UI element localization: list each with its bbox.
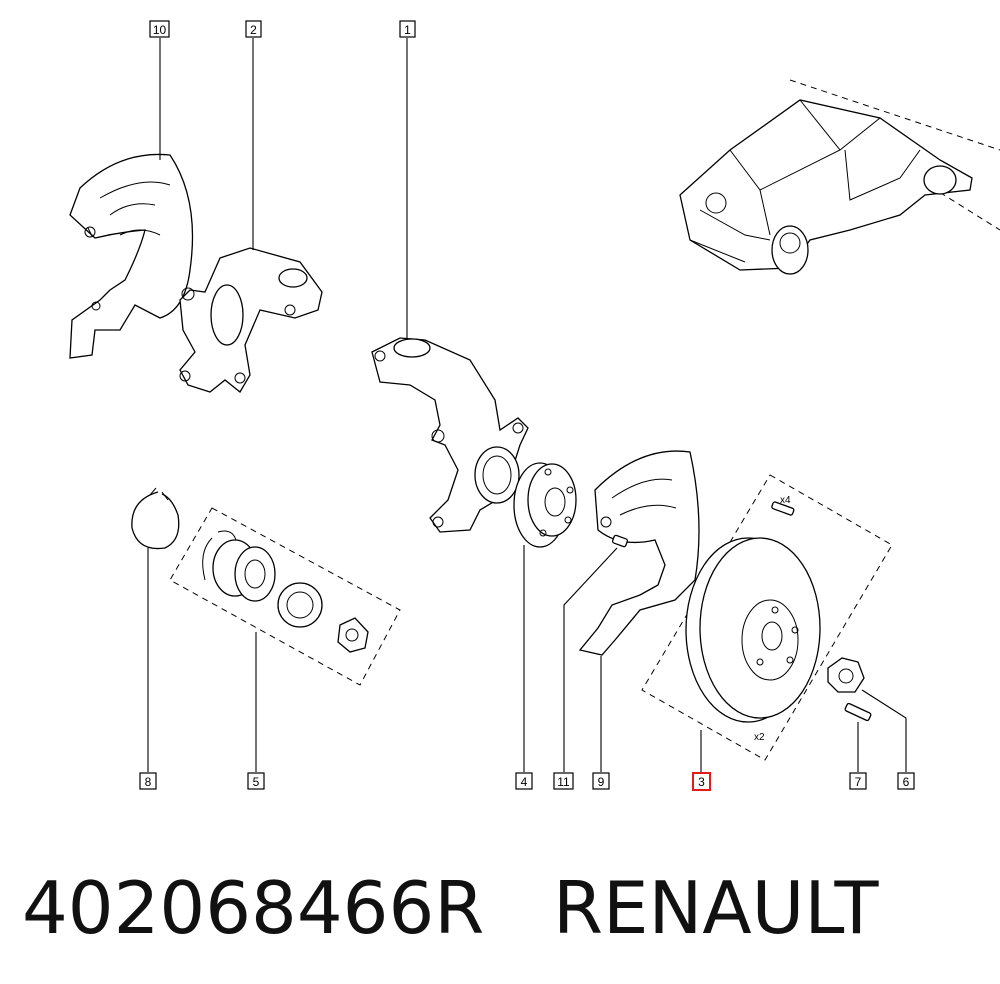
svg-text:1: 1 <box>404 23 411 37</box>
callout-2: 2 <box>245 20 262 38</box>
callout-4: 4 <box>515 772 533 790</box>
callout-7: 7 <box>849 772 867 790</box>
callout-3-highlighted[interactable]: 3 <box>692 772 711 791</box>
bolt-quantity: x4 <box>780 495 791 506</box>
svg-text:10: 10 <box>153 23 167 37</box>
part-6-hub-nut <box>827 657 865 693</box>
part-4-wheel-hub <box>513 462 577 548</box>
svg-text:4: 4 <box>521 775 528 789</box>
svg-text:5: 5 <box>253 775 260 789</box>
part-8-circlip <box>131 487 180 550</box>
svg-text:6: 6 <box>903 775 910 789</box>
leader-lines <box>147 38 907 772</box>
disc-quantity: x2 <box>754 732 765 743</box>
callout-9: 9 <box>592 772 610 790</box>
callout-8: 8 <box>139 772 157 790</box>
part-11-bolt <box>611 534 629 548</box>
svg-text:11: 11 <box>557 775 570 789</box>
callout-1: 1 <box>399 20 416 38</box>
part-7-bolt <box>844 702 872 722</box>
brand-name: RENAULT <box>552 866 879 950</box>
part-10-splash-shield <box>69 153 194 359</box>
part-3-brake-disc: x4 x2 <box>641 474 893 761</box>
exploded-parts-diagram: x4 x2 10 2 <box>69 20 1000 791</box>
svg-text:2: 2 <box>250 23 257 37</box>
part-2-knuckle-bracket <box>179 247 323 393</box>
part-5-bearing-kit <box>169 507 401 686</box>
part-caption: 402068466R RENAULT <box>22 858 982 958</box>
callout-10: 10 <box>149 20 170 38</box>
part-9-disc-shield <box>578 450 700 656</box>
svg-text:9: 9 <box>598 775 605 789</box>
part-1-steering-knuckle <box>371 337 529 533</box>
callout-5: 5 <box>247 772 265 790</box>
callout-11: 11 <box>553 772 574 790</box>
callout-6: 6 <box>897 772 915 790</box>
part-number: 402068466R <box>22 866 485 950</box>
svg-text:8: 8 <box>145 775 152 789</box>
svg-text:7: 7 <box>855 775 862 789</box>
vehicle-overview-illustration <box>679 79 1000 275</box>
svg-text:3: 3 <box>698 775 705 789</box>
